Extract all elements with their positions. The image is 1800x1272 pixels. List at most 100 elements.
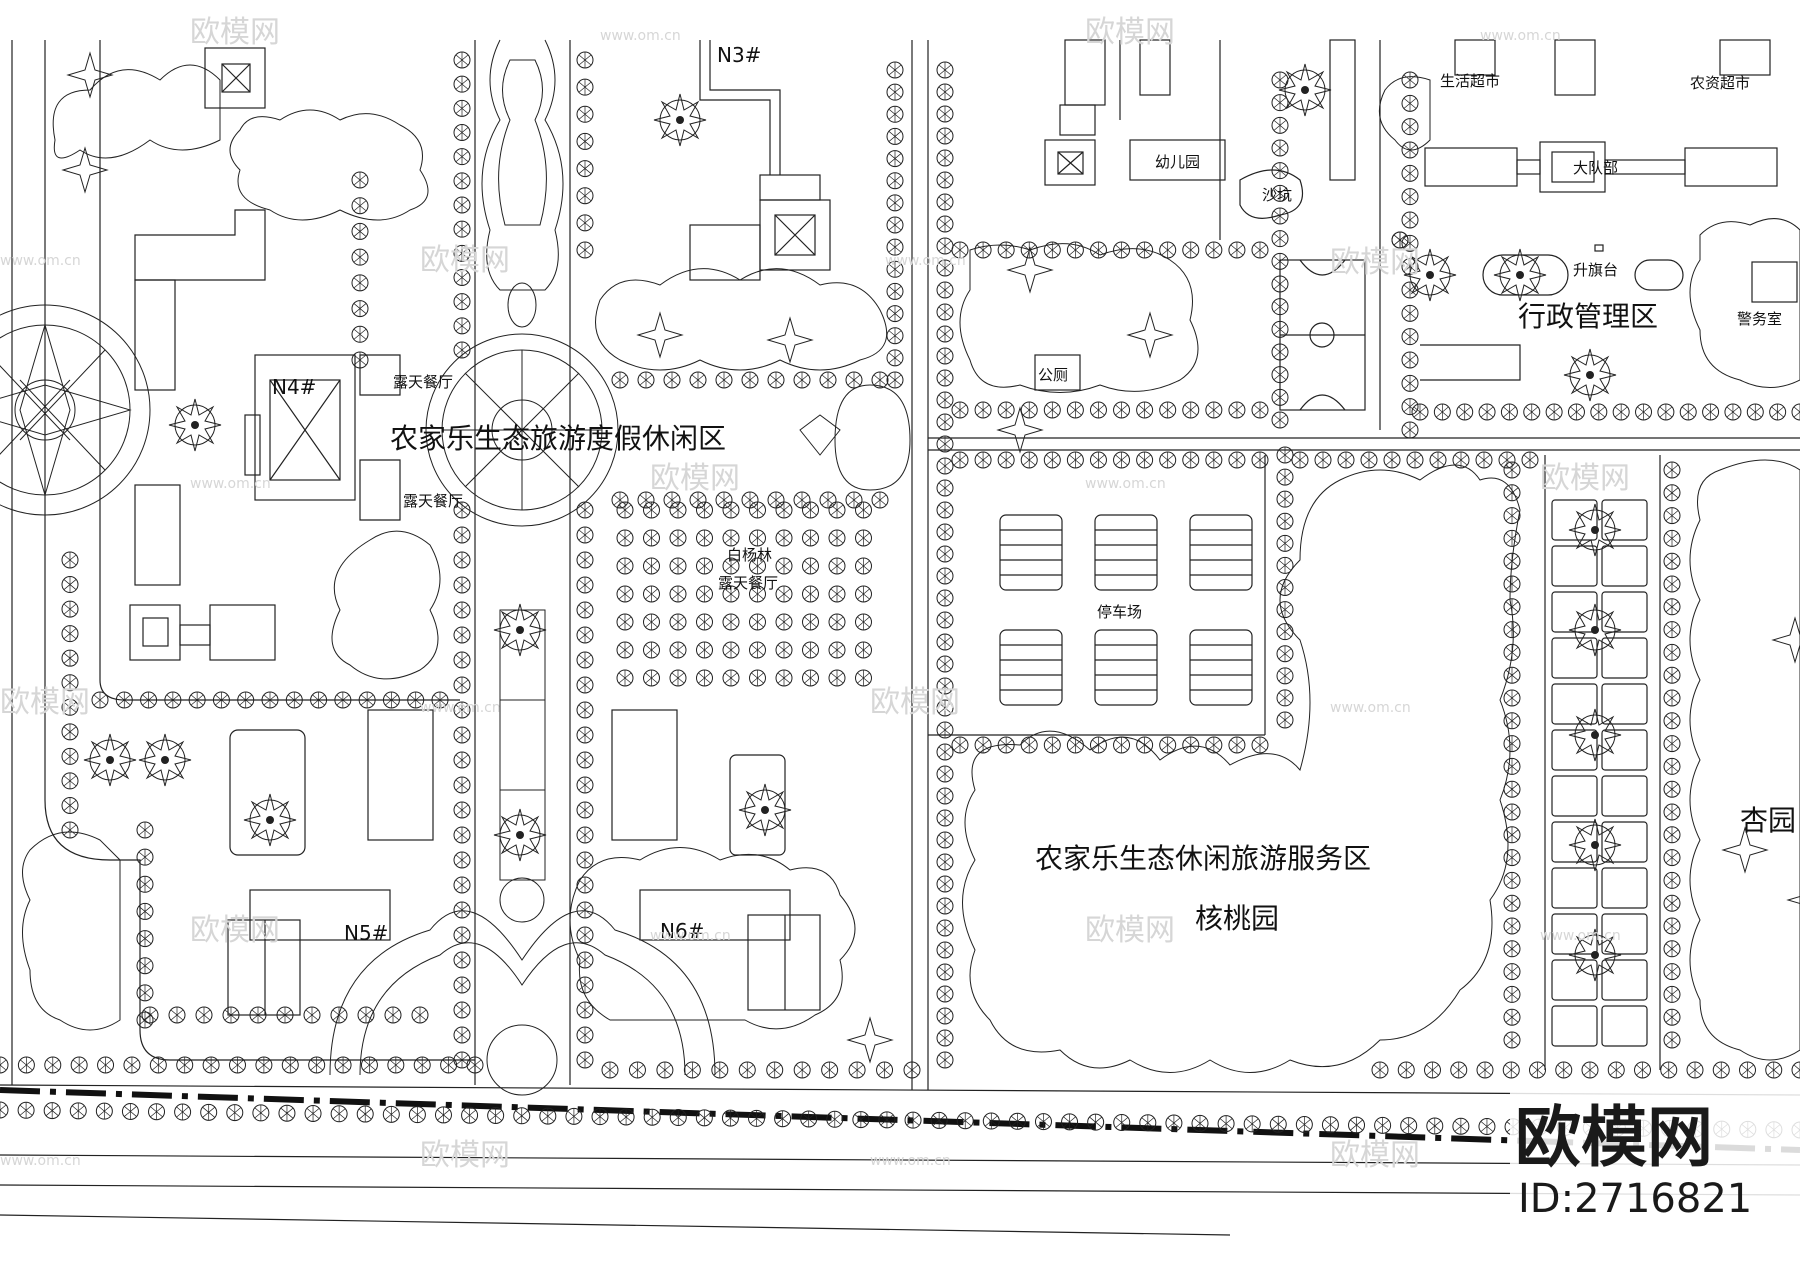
tree-symbol bbox=[1165, 1114, 1183, 1132]
tree-symbol bbox=[1503, 940, 1521, 958]
tree-symbol bbox=[453, 75, 471, 93]
tree-symbol bbox=[121, 1102, 139, 1120]
tree-symbol bbox=[1433, 403, 1451, 421]
tree-symbol bbox=[351, 171, 369, 189]
tree-symbol bbox=[149, 1056, 167, 1074]
tree-symbol bbox=[1503, 484, 1521, 502]
tree-symbol bbox=[1452, 1117, 1470, 1135]
tree-rows bbox=[0, 51, 1800, 1139]
tree-symbol bbox=[1401, 281, 1419, 299]
tree-symbol bbox=[453, 601, 471, 619]
tree-symbol bbox=[1686, 1061, 1704, 1079]
tree-symbol bbox=[69, 1102, 87, 1120]
tree-symbol bbox=[628, 1061, 646, 1079]
tree-symbol bbox=[576, 726, 594, 744]
tree-symbol bbox=[1503, 803, 1521, 821]
plan-labels: 农家乐生态旅游度假休闲区 农家乐生态休闲旅游服务区 行政管理区 N3# N4# … bbox=[272, 43, 1796, 945]
brand-corner: 欧模网 ID:2716821 bbox=[1510, 1090, 1800, 1272]
tree-symbol bbox=[1360, 451, 1378, 469]
tree-symbol bbox=[453, 776, 471, 794]
tree-symbol bbox=[1663, 461, 1681, 479]
tree-symbol bbox=[453, 976, 471, 994]
tree-symbol bbox=[576, 651, 594, 669]
tree-symbol bbox=[1503, 917, 1521, 935]
tree-symbol bbox=[886, 194, 904, 212]
watermark-brand: 欧模网 bbox=[1085, 15, 1175, 50]
tree-symbol bbox=[1769, 403, 1787, 421]
orchard-plot bbox=[1601, 591, 1648, 633]
tree-symbol bbox=[1475, 451, 1493, 469]
tree-symbol bbox=[453, 293, 471, 311]
tree-symbol bbox=[715, 371, 733, 389]
tree-symbol bbox=[195, 1006, 213, 1024]
watermark-brand: 欧模网 bbox=[1540, 461, 1630, 496]
orchard-plot bbox=[1551, 591, 1598, 633]
tree-symbol bbox=[1635, 403, 1653, 421]
tree-symbol bbox=[413, 1056, 431, 1074]
tree-symbol bbox=[951, 736, 969, 754]
tree-symbol bbox=[1502, 1061, 1520, 1079]
tree-symbol bbox=[656, 1061, 674, 1079]
poplar-tree bbox=[669, 669, 687, 687]
poplar-tree bbox=[669, 585, 687, 603]
poplar-tree bbox=[642, 641, 661, 659]
parking-lot bbox=[1189, 514, 1253, 591]
tree-symbol bbox=[576, 214, 594, 232]
poplar-tree bbox=[775, 585, 793, 603]
watermark-brand: 欧模网 bbox=[0, 685, 90, 720]
tree-symbol bbox=[453, 926, 471, 944]
poplar-tree bbox=[722, 669, 740, 687]
brand-logo: 欧模网 bbox=[1515, 1099, 1713, 1176]
tree-symbol bbox=[1500, 403, 1518, 421]
tree-symbol bbox=[44, 1056, 62, 1074]
poplar-tree bbox=[695, 585, 714, 603]
tree-symbol bbox=[1679, 403, 1697, 421]
poplar-tree bbox=[642, 669, 661, 687]
poplar-tree bbox=[722, 529, 740, 547]
tree-symbol bbox=[936, 985, 954, 1003]
watermark-site: www.om.cn bbox=[600, 28, 681, 44]
tree-symbol bbox=[1663, 780, 1681, 798]
tree-symbol bbox=[936, 1007, 954, 1025]
tree-symbol bbox=[1276, 689, 1294, 707]
tree-symbol bbox=[1271, 139, 1289, 157]
tree-symbol bbox=[871, 491, 889, 509]
tree-symbol bbox=[17, 1101, 35, 1119]
shrub-tree bbox=[1493, 248, 1547, 302]
poplar-tree bbox=[828, 585, 846, 603]
tree-symbol bbox=[387, 1056, 405, 1074]
tree-symbol bbox=[1400, 1117, 1418, 1135]
tree-symbol bbox=[886, 327, 904, 345]
tree-symbol bbox=[1663, 484, 1681, 502]
tree-symbol bbox=[453, 148, 471, 166]
shrub-tree bbox=[493, 808, 547, 862]
poplar-tree bbox=[801, 613, 820, 631]
tree-symbol bbox=[351, 248, 369, 266]
tree-symbol bbox=[453, 220, 471, 238]
poplar-tree bbox=[695, 529, 714, 547]
poplar-tree bbox=[854, 669, 873, 687]
tree-symbol bbox=[453, 826, 471, 844]
tree-symbol bbox=[1503, 985, 1521, 1003]
orchard-plot bbox=[1551, 867, 1598, 909]
tree-symbol bbox=[903, 1061, 921, 1079]
tree-symbol bbox=[1089, 736, 1107, 754]
tree-symbol bbox=[1724, 403, 1742, 421]
tree-symbol bbox=[1182, 401, 1200, 419]
tree-symbol bbox=[1043, 736, 1061, 754]
tree-symbol bbox=[453, 1026, 471, 1044]
tree-symbol bbox=[1020, 401, 1038, 419]
poplar-tree bbox=[775, 501, 793, 519]
tree-symbol bbox=[1503, 1031, 1521, 1049]
tree-symbol bbox=[255, 1056, 273, 1074]
tree-symbol bbox=[539, 1107, 557, 1125]
poplar-tree bbox=[669, 501, 687, 519]
tree-symbol bbox=[1159, 451, 1177, 469]
tree-symbol bbox=[936, 721, 954, 739]
tree-symbol bbox=[591, 1108, 609, 1126]
watermark-site: www.om.cn bbox=[1330, 700, 1411, 716]
tree-symbol bbox=[408, 1106, 426, 1124]
tree-symbol bbox=[1663, 894, 1681, 912]
tree-symbol bbox=[936, 215, 954, 233]
tree-symbol bbox=[845, 491, 863, 509]
